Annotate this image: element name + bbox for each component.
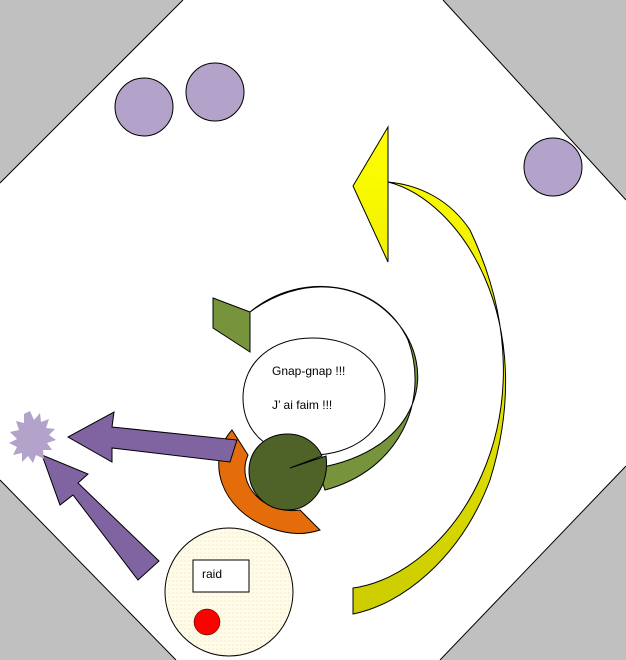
- purple-arrow-lower: [41, 454, 160, 581]
- board-edge-bottom-left: [0, 479, 177, 660]
- raid-label: raid: [202, 567, 222, 581]
- board-edge-bottom-right: [439, 465, 626, 660]
- red-dot: [193, 608, 221, 636]
- green-curved-arrow: [212, 285, 419, 491]
- purple-starburst: [9, 411, 56, 463]
- purple-circle-3: [523, 137, 583, 197]
- purple-circle-2: [185, 62, 245, 122]
- board-edge-top-right: [442, 0, 626, 201]
- dark-green-pacman: [248, 433, 328, 511]
- purple-arrow-upper: [66, 411, 238, 463]
- board-edge-top-left: [0, 0, 184, 184]
- purple-circle-1: [114, 77, 174, 137]
- raid-label-box: [192, 559, 250, 593]
- speech-line-2: J’ ai faim !!!: [272, 398, 332, 412]
- speech-bubble: Gnap-gnap !!! J’ ai faim !!!: [242, 337, 386, 468]
- speech-line-1: Gnap-gnap !!!: [272, 364, 345, 378]
- orange-arc: [218, 429, 321, 534]
- yellow-curved-arrow: [352, 125, 507, 615]
